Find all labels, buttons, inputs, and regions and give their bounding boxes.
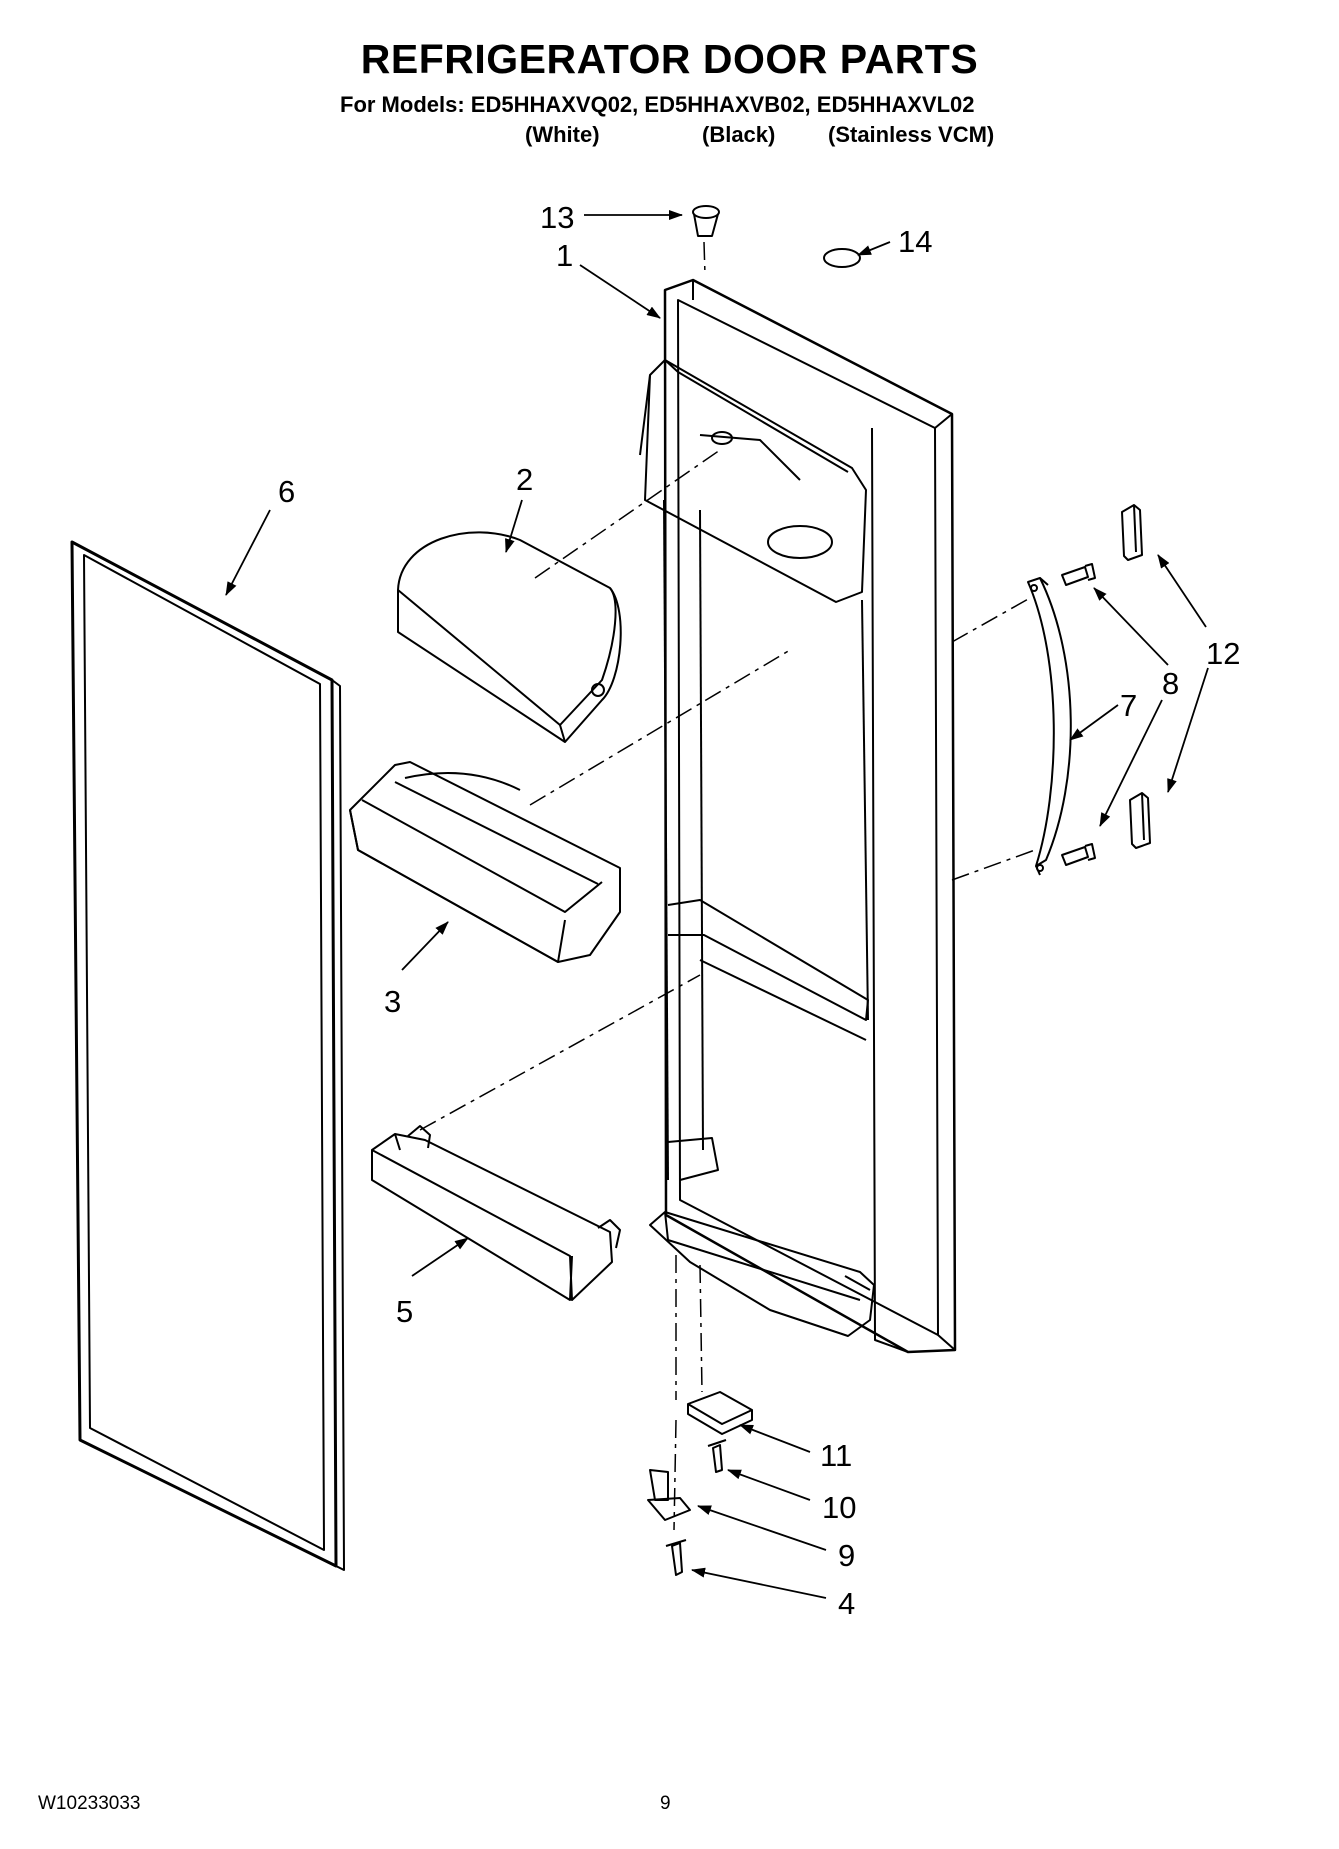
callout-2: 2 — [516, 462, 533, 497]
finish-black: (Black) — [702, 122, 776, 147]
callout-14: 14 — [898, 224, 932, 259]
door-bin-part — [349, 761, 621, 963]
callout-9: 9 — [838, 1538, 855, 1573]
finish-stainless: (Stainless VCM) — [828, 122, 995, 147]
callout-13: 13 — [540, 200, 574, 235]
callout-1: 1 — [556, 238, 573, 273]
callout-7: 7 — [1120, 688, 1137, 723]
callout-4: 4 — [838, 1586, 855, 1621]
models-line: For Models: ED5HHAXVQ02, ED5HHAXVB02, ED… — [340, 92, 975, 117]
callout-11: 11 — [820, 1438, 852, 1473]
callout-5: 5 — [396, 1294, 413, 1329]
document-number: W10233033 — [38, 1793, 141, 1814]
callout-3: 3 — [384, 984, 401, 1019]
end-cap-parts — [1121, 504, 1151, 849]
page-title: REFRIGERATOR DOOR PARTS — [360, 36, 979, 82]
bin-cover-part — [397, 531, 622, 743]
assembly-lines — [419, 241, 1036, 1531]
leader-arrows — [225, 210, 1209, 1599]
lower-shelf-part — [371, 1125, 621, 1301]
door-handle-part — [1027, 577, 1072, 876]
door-gasket-part — [70, 540, 345, 1571]
callout-labels: 13 1 14 6 2 3 5 7 8 12 11 10 9 4 — [278, 200, 1240, 1621]
finish-white: (White) — [525, 122, 600, 147]
callout-10: 10 — [822, 1490, 856, 1525]
callout-6: 6 — [278, 474, 295, 509]
callout-8: 8 — [1162, 666, 1179, 701]
door-liner-part — [639, 278, 957, 1354]
callout-12: 12 — [1206, 636, 1240, 671]
door-plug-part — [692, 205, 720, 237]
page-number: 9 — [660, 1793, 671, 1814]
handle-screw-parts — [1061, 563, 1096, 866]
cap-part — [823, 248, 861, 268]
hinge-assembly-parts — [647, 1391, 753, 1576]
